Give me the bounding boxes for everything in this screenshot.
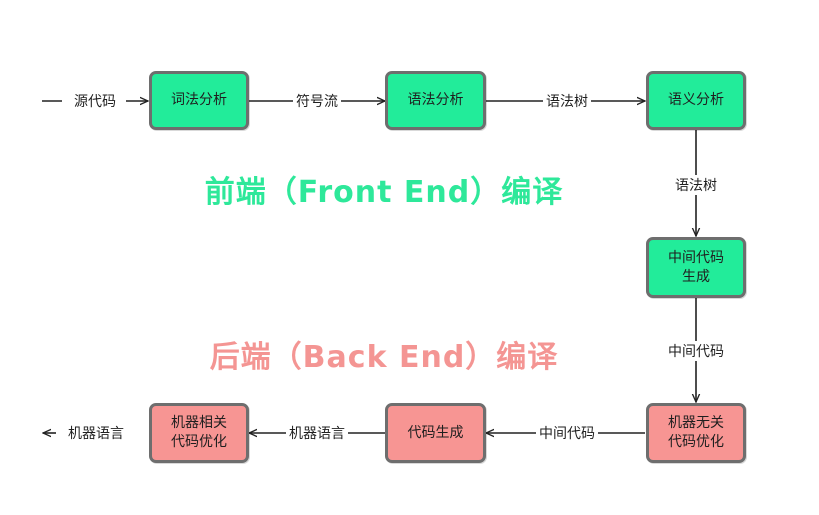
semantic-analysis-label: 语义分析 [668,92,724,108]
machine-dependent-opt-label-line2: 代码优化 [171,434,227,450]
edge-label-ir-bottom: 中间代码 [536,423,598,443]
code-generation-label: 代码生成 [407,424,464,441]
edge-label-syntax-tree-right: 语法树 [672,175,720,195]
machine-dependent-opt-label-line1: 机器相关 [171,415,227,431]
syntax-analysis-label: 语法分析 [407,92,464,108]
machine-independent-opt-node: 机器无关 代码优化 [646,403,746,463]
edge-label-syntax-tree-top: 语法树 [543,91,591,111]
ir-generation-label-line1: 中间代码 [668,249,724,266]
lexical-analysis-label: 词法分析 [171,92,227,108]
lexical-analysis-node: 词法分析 [149,71,249,130]
ir-generation-label-line2: 生成 [682,268,710,285]
syntax-analysis-node: 语法分析 [385,71,486,130]
code-generation-node: 代码生成 [385,403,486,463]
edge-label-token-stream: 符号流 [293,91,341,111]
back-end-title: 后端（Back End）编译 [209,340,559,375]
edge-label-machine-language-mid: 机器语言 [286,423,348,443]
machine-independent-opt-label-line1: 机器无关 [668,415,724,431]
front-end-title: 前端（Front End）编译 [204,175,564,210]
machine-dependent-opt-node: 机器相关 代码优化 [149,403,249,463]
edge-label-machine-language-out: 机器语言 [65,423,127,443]
edge-label-source-code: 源代码 [71,91,119,111]
machine-independent-opt-label-line2: 代码优化 [668,434,724,450]
ir-generation-node: 中间代码 生成 [646,237,746,298]
semantic-analysis-node: 语义分析 [646,71,746,130]
edge-label-ir-right: 中间代码 [665,341,727,361]
